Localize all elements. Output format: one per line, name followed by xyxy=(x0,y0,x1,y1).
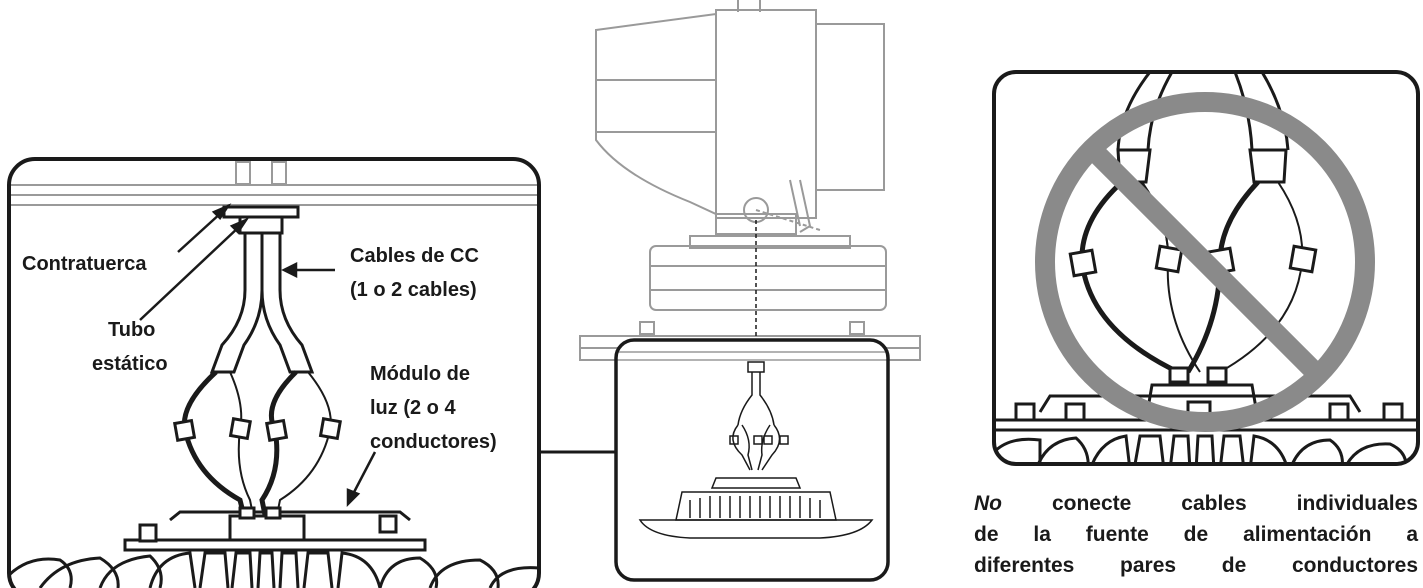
warning-line-1-rest: conecte cables individuales xyxy=(1002,492,1418,515)
static-tube-label-1: Tubo xyxy=(108,319,155,341)
warning-text: No conecte cables individuales de la fue… xyxy=(974,488,1418,581)
dc-cables-label-2: (1 o 2 cables) xyxy=(350,279,477,301)
light-module-label-2: luz (2 o 4 xyxy=(370,397,456,419)
fixture-overview xyxy=(579,0,921,361)
conductors-left xyxy=(181,370,332,521)
static-tube-label-2: estático xyxy=(92,353,168,375)
light-module-label-1: Módulo de xyxy=(370,363,470,385)
dc-cables xyxy=(209,231,315,374)
light-module-label-3: conductores) xyxy=(370,431,497,453)
warning-emphasis: No xyxy=(974,492,1002,515)
locknut-label: Contratuerca xyxy=(22,253,147,275)
connectors-left xyxy=(172,416,342,442)
detail-frame-right xyxy=(992,70,1420,466)
warning-line-1: No conecte cables individuales xyxy=(974,488,1418,519)
heat-sink-left xyxy=(9,551,539,588)
center-inset xyxy=(614,338,890,582)
incorrect-wiring-panel xyxy=(992,70,1420,466)
light-module-left xyxy=(123,506,427,552)
mount-plate xyxy=(9,161,539,206)
dc-cables-label-1: Cables de CC xyxy=(350,245,479,267)
inset-frame-center xyxy=(614,338,890,582)
detail-panel-left: Contratuerca Cables de CC (1 o 2 cables)… xyxy=(7,157,616,588)
leader-lines xyxy=(139,203,377,508)
detail-frame-left xyxy=(7,157,541,588)
warning-line-2: de la fuente de alimentación a xyxy=(974,523,1418,546)
warning-line-3: diferentes pares de conductores xyxy=(974,554,1418,577)
prohibition-sign xyxy=(1035,92,1375,432)
